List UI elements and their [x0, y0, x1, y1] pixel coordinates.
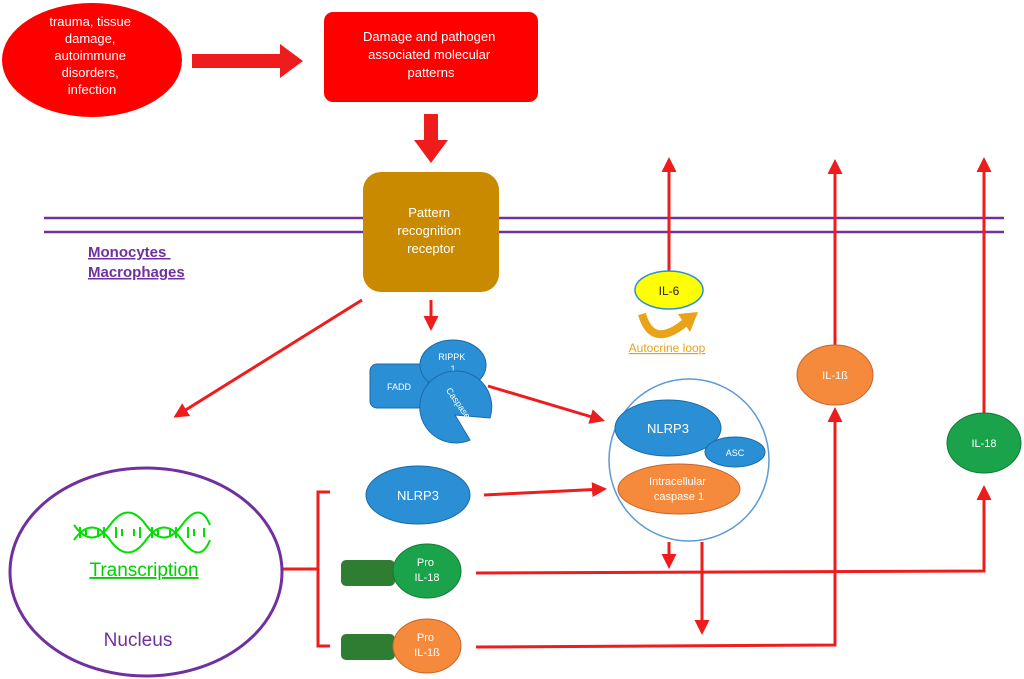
pro-il18-line-2: IL-18	[414, 572, 439, 584]
nlrp3-label: NLRP3	[397, 488, 439, 503]
pro-il18-line-1: Pro	[417, 557, 434, 569]
death-complex: FADD RIPPK 1 Caspase 8	[369, 339, 493, 444]
pro-il1b-line-1: Pro	[417, 632, 434, 644]
damps-box: Damage and pathogen associated molecular…	[324, 12, 538, 102]
prr-line-1: Pattern	[408, 205, 450, 220]
autocrine-loop: Autocrine loop	[629, 312, 706, 355]
pro-il1b-line-2: IL-1ß	[414, 647, 440, 659]
inflammasome: NLRP3 ASC Intracellular caspase 1	[608, 378, 770, 542]
arrow-damps-to-prr	[414, 114, 448, 163]
asc-label: ASC	[726, 448, 745, 458]
cell-label-macrophages: Macrophages	[88, 264, 185, 281]
trigger-line-2: damage,	[65, 31, 116, 46]
arrow-pro-il1b-to-il1b	[475, 407, 843, 649]
asc-node	[704, 436, 766, 468]
il1b-label: IL-1ß	[822, 370, 848, 382]
nlrp3-node: NLRP3	[365, 465, 471, 525]
il6-node: IL-6	[634, 270, 704, 310]
svg-text:Damage and pathogen asso: Damage and pathogen associated molecular…	[363, 29, 499, 80]
nucleus-label: Nucleus	[104, 630, 173, 651]
damps-line-3: patterns	[408, 65, 455, 80]
il1b-node: IL-1ß	[796, 344, 874, 406]
autocrine-arrow-icon	[638, 312, 689, 339]
prr-line-3: receptor	[407, 241, 455, 256]
svg-text:Pro IL-1ß: Pro IL-1ß	[414, 632, 440, 659]
prr-box: Pattern recognition receptor	[363, 172, 499, 292]
arrow-pro-il18-to-il18	[475, 485, 992, 575]
autocrine-label: Autocrine loop	[629, 341, 706, 355]
svg-text:trauma, tissue damage,: trauma, tissue damage, autoimmune disord…	[49, 14, 134, 97]
arrows	[173, 157, 992, 649]
svg-text:Intracellular caspase 1: Intracellular caspase 1	[649, 476, 709, 503]
fadd-label: FADD	[387, 382, 412, 392]
trigger-line-4: disorders,	[62, 65, 119, 80]
nucleus: Transcription Nucleus	[8, 466, 284, 678]
trigger-ellipse: trauma, tissue damage, autoimmune disord…	[2, 3, 182, 117]
trigger-line-5: infection	[68, 82, 116, 97]
caspase1-line-2: caspase 1	[654, 491, 704, 503]
svg-text:Monocytes Macrophages: Monocytes Macrophages	[88, 244, 185, 281]
transcription-bracket	[282, 490, 330, 648]
trigger-line-3: autoimmune	[54, 48, 126, 63]
pro-il18-domain	[341, 560, 395, 586]
arrow-prr-to-nucleus	[173, 298, 363, 418]
cell-label-monocytes: Monocytes	[88, 244, 166, 261]
arrow-ripk-to-nlrp3-complex	[487, 384, 605, 424]
damps-line-2: associated molecular	[368, 47, 491, 62]
caspase8-node	[419, 370, 493, 444]
nlrp3-complex-label: NLRP3	[647, 421, 689, 436]
trigger-line-1: trauma, tissue	[49, 14, 131, 29]
dna-icon	[73, 511, 211, 554]
damps-line-1: Damage and pathogen	[363, 29, 495, 44]
pro-il1b-domain	[341, 634, 395, 660]
cell-membrane	[44, 216, 1004, 234]
il18-node: IL-18	[946, 412, 1022, 474]
pro-il1b-node: Pro IL-1ß	[341, 618, 462, 674]
pro-il18-node: Pro IL-18	[341, 543, 462, 599]
arrow-trigger-to-damps	[192, 44, 303, 78]
svg-text:RIPPK 1: RIPPK 1	[438, 352, 468, 374]
svg-text:Pattern recognition: Pattern recognition receptor	[397, 205, 464, 256]
il6-label: IL-6	[659, 284, 680, 298]
ripk-line-1: RIPPK	[438, 352, 465, 362]
ripk-line-2: 1	[450, 364, 455, 374]
transcription-label: Transcription	[89, 560, 198, 581]
arrow-nlrp3-to-complex	[483, 482, 607, 498]
il18-label: IL-18	[971, 438, 996, 450]
caspase1-line-1: Intracellular	[649, 476, 706, 488]
caspase1-node	[617, 463, 741, 515]
prr-line-2: recognition	[397, 223, 461, 238]
svg-text:Pro IL-18: Pro IL-18	[414, 557, 439, 584]
nlrp3-complex-node	[614, 399, 722, 457]
